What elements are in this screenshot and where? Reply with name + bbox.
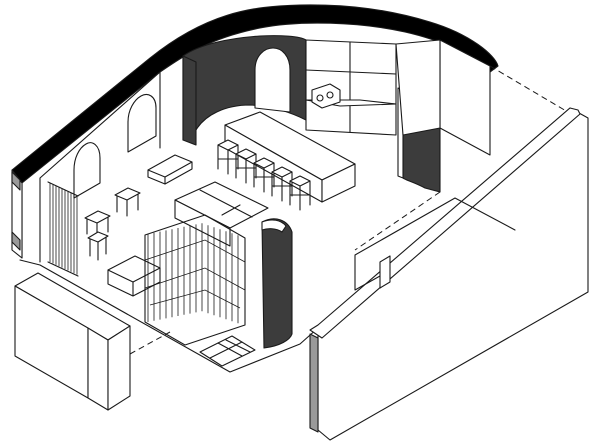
front-hidden-line (129, 331, 171, 355)
front-curtain-edge (261, 219, 287, 233)
bar-stool (235, 148, 257, 184)
left-wall-cut-bottom (11, 231, 21, 251)
stool-1-legs (116, 193, 139, 217)
stool-2 (84, 210, 111, 224)
left-slat-screen (47, 181, 79, 277)
arched-niches (73, 93, 193, 261)
front-panel-right (87, 327, 109, 411)
right-wall-cut (309, 333, 319, 433)
left-slat-rail (47, 181, 79, 277)
stool-1 (114, 187, 141, 201)
bar-stools (217, 139, 311, 211)
display-table-divide (199, 189, 253, 218)
central-slat-cage (144, 214, 246, 346)
shelf-appliance (311, 83, 341, 109)
arched-niche-1 (73, 142, 101, 199)
left-wall-cut-top (11, 171, 21, 191)
stool-3 (87, 231, 109, 243)
back-wall-top (11, 4, 499, 184)
wall-bench-side (147, 161, 193, 185)
front-panel-face (107, 325, 131, 411)
left-slat-lines (49, 183, 78, 275)
cage-shelves (144, 239, 246, 309)
right-counter (395, 39, 441, 136)
appliance-knob-1 (316, 94, 324, 102)
right-wall-ledge (354, 197, 516, 291)
back-shelving (305, 39, 397, 136)
hidden-line-floor-right (354, 191, 441, 251)
cage-slat-lines (147, 223, 239, 324)
bar-stool-legs (217, 144, 239, 175)
front-curtain (261, 218, 293, 349)
curtain-arch-opening (254, 47, 291, 113)
front-panels (14, 272, 171, 411)
hidden-line-top-right (489, 65, 579, 119)
arched-niche-2 (127, 93, 157, 153)
counter-side (321, 163, 356, 203)
back-curtain-left-panel (182, 55, 197, 146)
cage-frame (144, 214, 246, 346)
bar-stool (271, 166, 293, 202)
right-wall-step (379, 255, 391, 289)
bar-stool (253, 157, 275, 193)
stool-3-legs (89, 236, 107, 261)
right-wall (309, 39, 589, 441)
wall-seam (39, 71, 161, 263)
bar-stool-legs (289, 180, 311, 211)
appliance-knob-2 (326, 91, 334, 99)
bar-stool-legs (271, 171, 293, 202)
bar-stool (289, 175, 311, 211)
side-table (107, 255, 161, 283)
right-wall-top (309, 107, 581, 339)
central-counter (217, 111, 356, 211)
bar-stool-legs (253, 162, 275, 193)
bar-stool (217, 139, 239, 175)
bar-stool-legs (235, 153, 257, 184)
right-wall-block (317, 107, 589, 441)
wall-bench (147, 154, 193, 178)
floor-grid (199, 335, 256, 367)
